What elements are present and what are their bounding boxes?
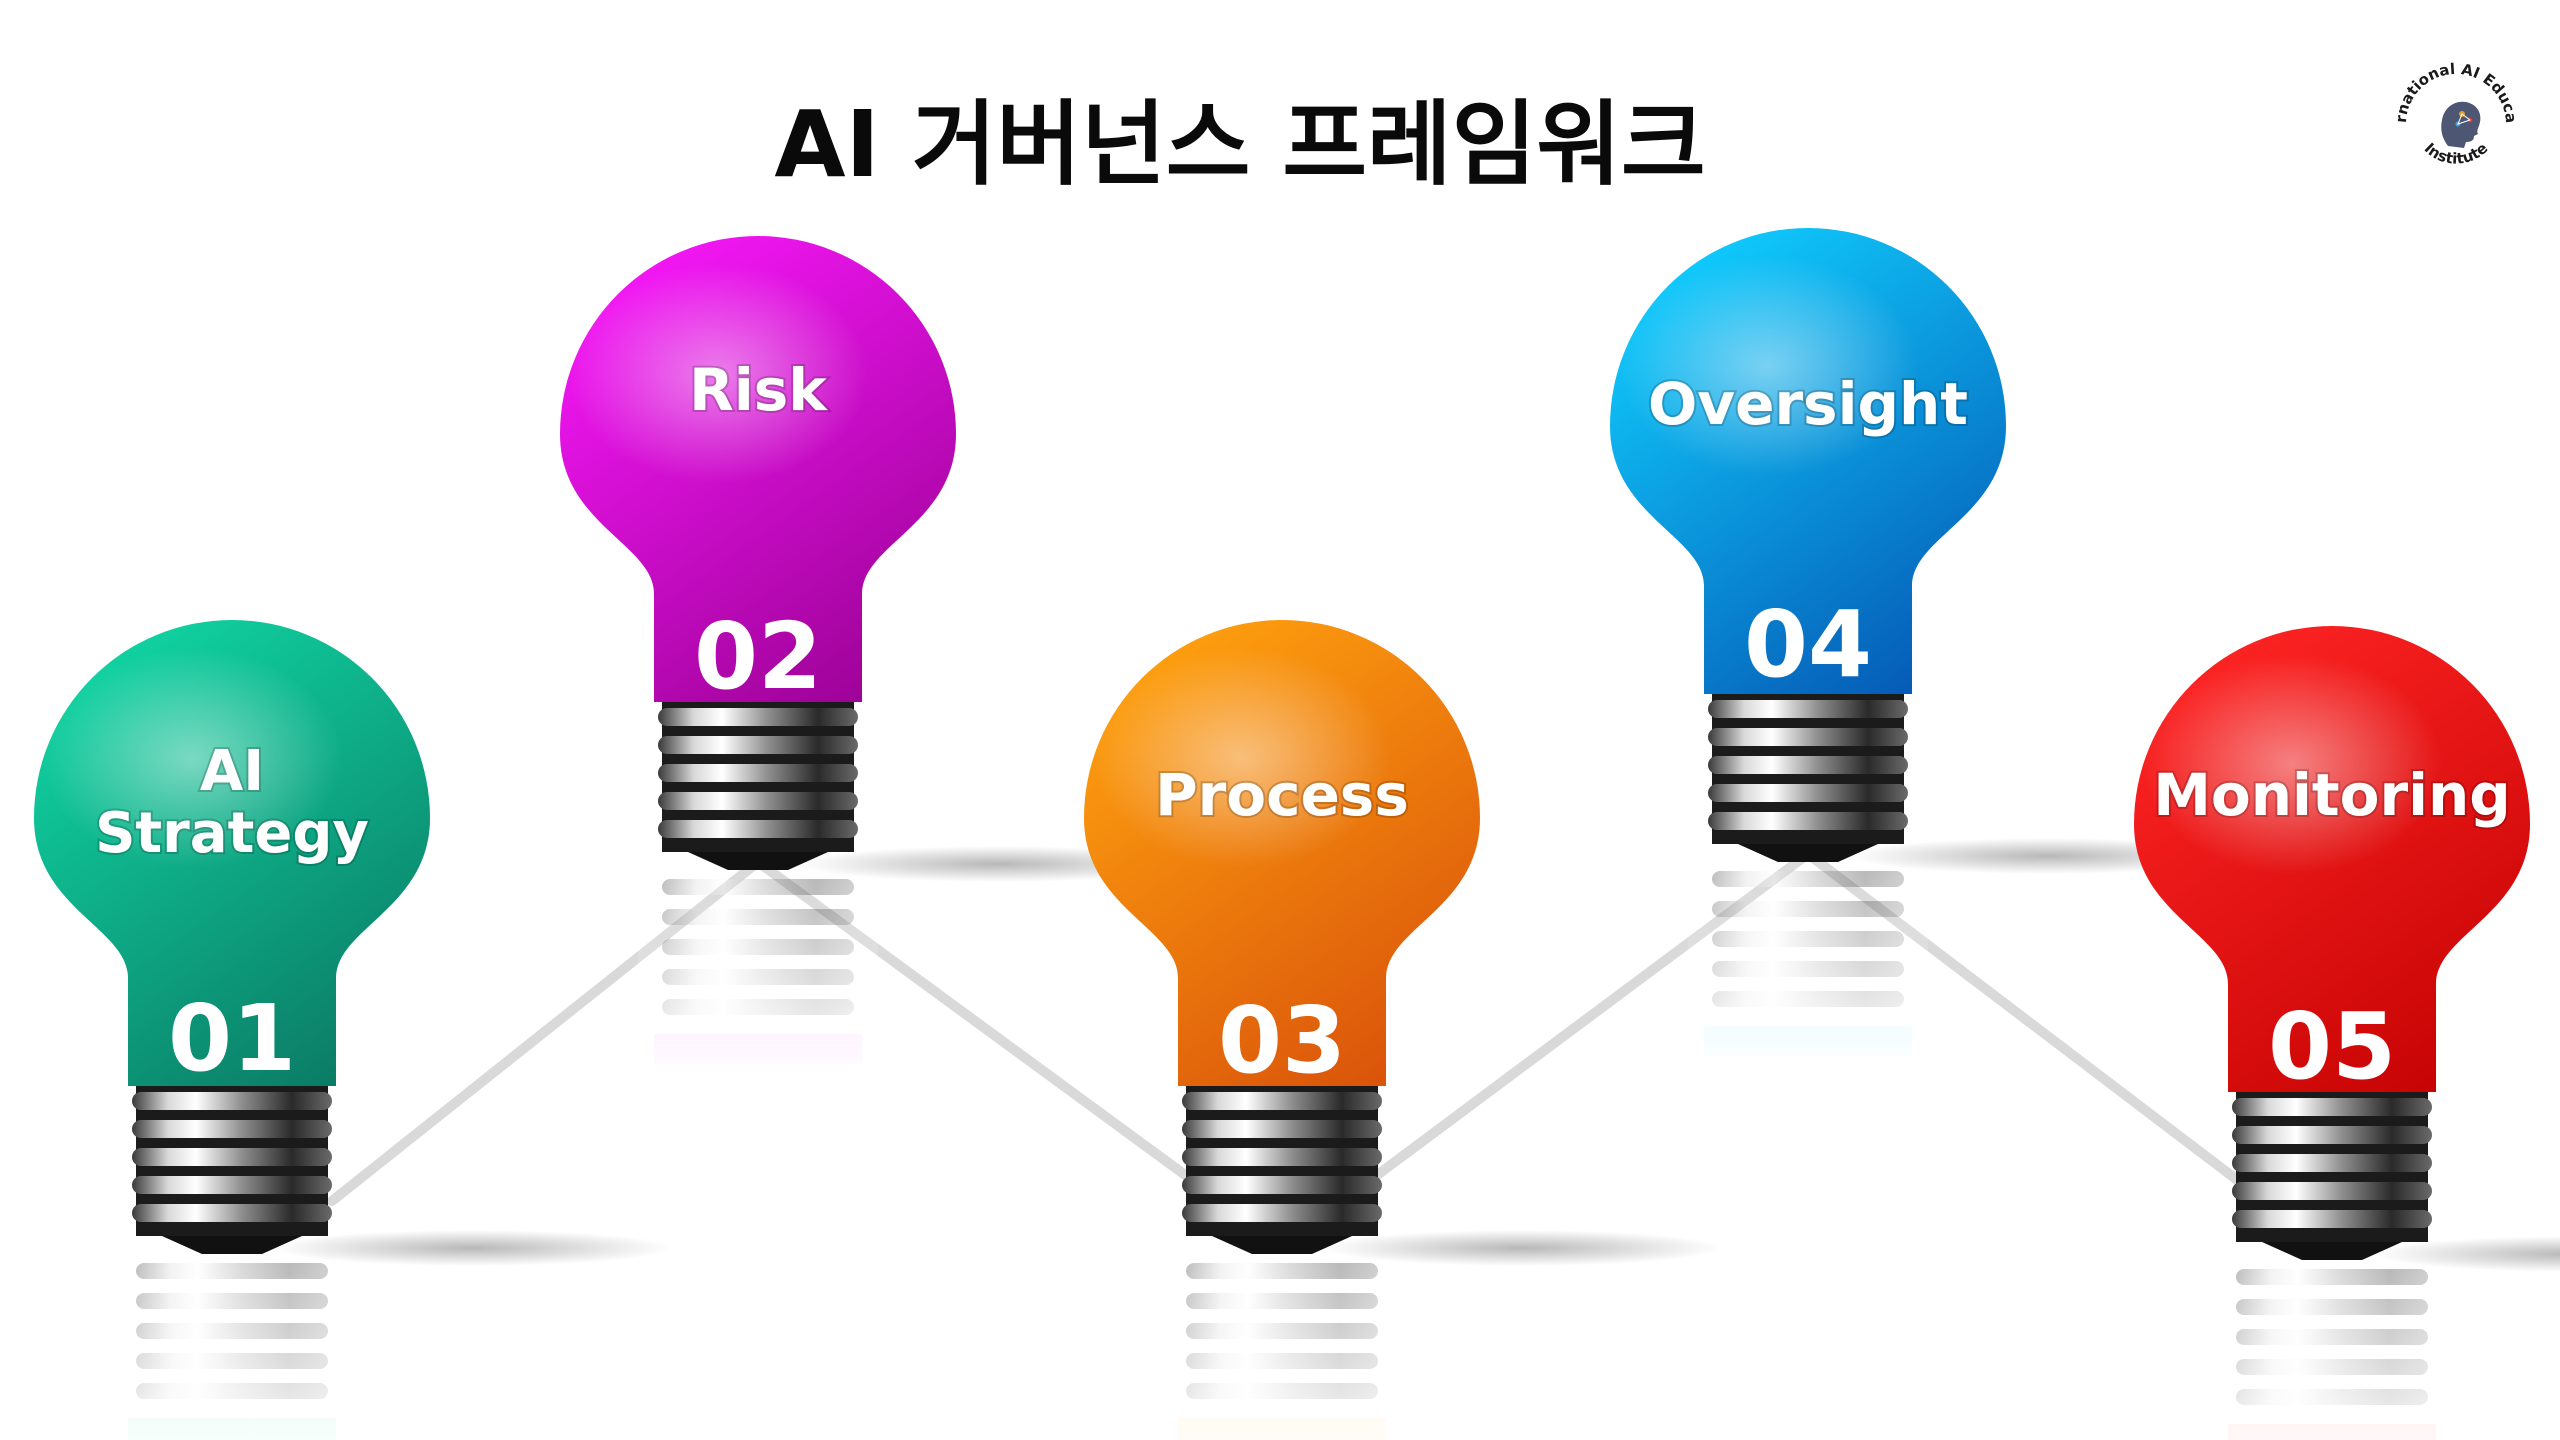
bulb-screw-base — [658, 702, 858, 870]
page-title: AI 거버넌스 프레임워크 — [774, 91, 1706, 198]
bulb-label: Process — [1155, 761, 1409, 829]
bulb-screw-base — [2232, 1092, 2432, 1260]
bulb-screw-base — [1708, 694, 1908, 862]
bulb-screw-base — [1182, 1086, 1382, 1254]
bulb-number: 04 — [1744, 591, 1872, 698]
bulb-reflection — [1162, 1248, 1402, 1440]
bulb-item-05: Monitoring 05 — [2134, 626, 2560, 1440]
bulb-screw-base — [132, 1086, 332, 1254]
bulb-number: 02 — [694, 603, 822, 710]
bulb-number: 01 — [168, 985, 296, 1092]
bulb-number: 03 — [1218, 987, 1346, 1094]
bulb-reflection — [2212, 1254, 2452, 1440]
bulb-label: Monitoring — [2153, 761, 2511, 829]
institute-logo: International AI Education Institute — [2388, 50, 2520, 168]
bulb-item-04: Oversight 04 — [1610, 228, 2248, 1076]
head-profile-icon — [2441, 101, 2481, 148]
bulb-label: Oversight — [1648, 370, 1968, 438]
bulb-item-02: Risk 02 — [560, 236, 1198, 1084]
bulb-number: 05 — [2268, 993, 2396, 1100]
bulb-reflection — [112, 1248, 352, 1440]
bulb-label: AI — [200, 739, 264, 804]
bulb-label: Risk — [689, 356, 828, 424]
bulb-reflection — [638, 864, 878, 1084]
bulb-reflection — [1688, 856, 1928, 1076]
bulb-label: Strategy — [95, 801, 369, 866]
bulb-item-03: Process 03 — [1084, 620, 1722, 1440]
